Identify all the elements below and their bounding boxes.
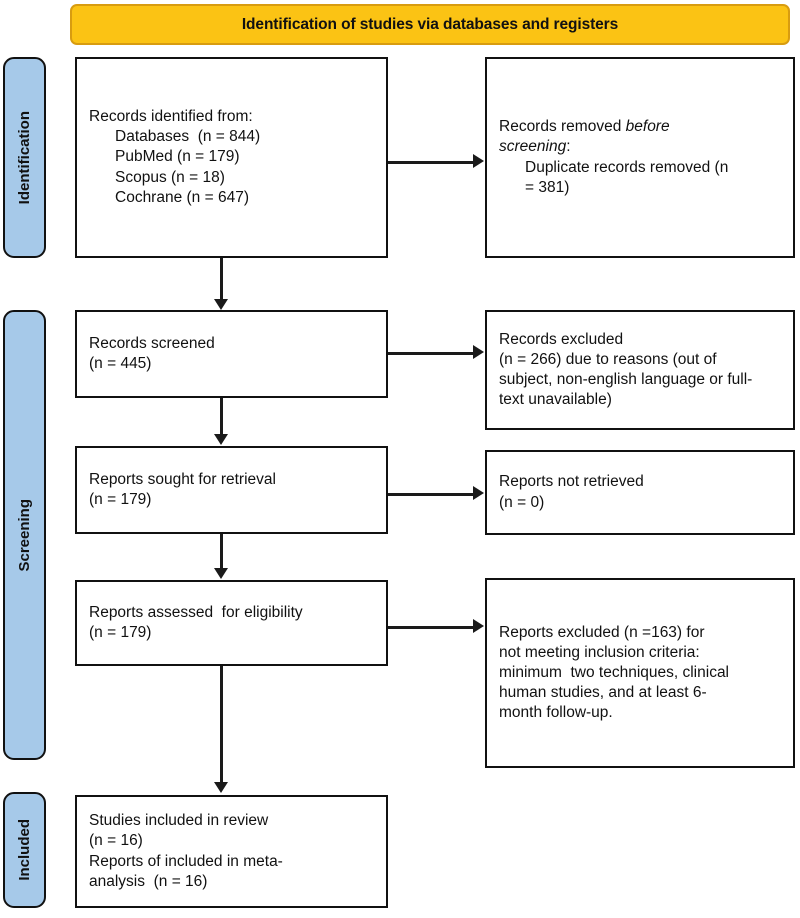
reports-excluded-line-2: not meeting inclusion criteria: xyxy=(499,643,700,661)
records-identified-line-1: Records identified from: xyxy=(89,108,253,126)
connector-assessed-to-included xyxy=(220,666,223,783)
box-reports-sought: Reports sought for retrieval (n = 179) xyxy=(75,446,388,534)
reports-excluded-line-4: human studies, and at least 6- xyxy=(499,684,707,702)
connector-identified-to-screened xyxy=(220,258,223,300)
records-removed-line-1: Records removed before xyxy=(499,117,781,137)
stage-bar-screening: Screening xyxy=(3,310,46,760)
records-removed-italic-before: before xyxy=(625,118,670,136)
records-excluded-line-2: (n = 266) due to reasons (out of xyxy=(499,350,717,368)
stage-label-screening: Screening xyxy=(16,498,33,572)
diagram-title-text: Identification of studies via databases … xyxy=(241,15,619,33)
box-records-screened: Records screened (n = 445) xyxy=(75,310,388,398)
studies-included-line-2: (n = 16) xyxy=(89,832,143,850)
records-identified-line-5: Cochrane (n = 647) xyxy=(115,188,249,206)
studies-included-line-1: Studies included in review xyxy=(89,812,269,830)
connector-identified-to-removed xyxy=(388,161,474,164)
records-excluded-line-1: Records excluded xyxy=(499,330,624,348)
reports-assessed-line-2: (n = 179) xyxy=(89,624,152,641)
arrowhead-sought-to-assessed xyxy=(214,568,228,579)
arrowhead-identified-to-removed xyxy=(473,154,484,168)
stage-bar-included: Included xyxy=(3,792,46,908)
reports-excluded-line-5: month follow-up. xyxy=(499,704,613,722)
reports-excluded-line-3: minimum two techniques, clinical xyxy=(499,663,730,681)
box-records-excluded-screening: Records excluded (n = 266) due to reason… xyxy=(485,310,795,430)
box-studies-included: Studies included in review (n = 16) Repo… xyxy=(75,795,388,908)
records-removed-prefix: Records removed xyxy=(499,118,626,136)
connector-sought-to-assessed xyxy=(220,534,223,569)
arrowhead-screened-to-excluded xyxy=(473,345,484,359)
arrowhead-assessed-to-excluded xyxy=(473,619,484,633)
connector-screened-to-sought xyxy=(220,398,223,435)
box-records-identified: Records identified from: Databases (n = … xyxy=(75,57,388,258)
arrowhead-identified-to-screened xyxy=(214,299,228,310)
reports-not-retrieved-line-1: Reports not retrieved xyxy=(499,473,644,491)
connector-assessed-to-excluded xyxy=(388,626,474,629)
records-identified-line-4: Scopus (n = 18) xyxy=(115,168,225,186)
stage-label-included: Included xyxy=(16,819,33,881)
box-reports-assessed: Reports assessed for eligibility (n = 17… xyxy=(75,580,388,666)
diagram-title-banner: Identification of studies via databases … xyxy=(70,4,790,45)
reports-sought-line-1: Reports sought for retrieval xyxy=(89,470,276,488)
records-removed-line-3: Duplicate records removed (n xyxy=(525,158,729,176)
connector-sought-to-notretrieved xyxy=(388,493,474,496)
connector-screened-to-excluded xyxy=(388,352,474,355)
box-records-removed: Records removed before screening: Duplic… xyxy=(485,57,795,258)
reports-sought-line-2: (n = 179) xyxy=(89,491,152,508)
arrowhead-sought-to-notretrieved xyxy=(473,486,484,500)
records-excluded-line-4: text unavailable) xyxy=(499,391,612,409)
studies-included-line-3: Reports of included in meta- xyxy=(89,852,283,870)
arrowhead-assessed-to-included xyxy=(214,782,228,793)
stage-label-identification: Identification xyxy=(16,110,33,205)
records-identified-line-3: PubMed (n = 179) xyxy=(115,148,240,166)
reports-assessed-line-1: Reports assessed for eligibility xyxy=(89,603,303,621)
records-screened-line-2: (n = 445) xyxy=(89,355,152,372)
records-removed-colon: : xyxy=(566,138,571,156)
box-reports-not-retrieved: Reports not retrieved (n = 0) xyxy=(485,450,795,535)
box-reports-excluded-eligibility: Reports excluded (n =163) for not meetin… xyxy=(485,578,795,768)
records-removed-line-4: = 381) xyxy=(525,178,570,196)
records-screened-line-1: Records screened xyxy=(89,334,215,352)
arrowhead-screened-to-sought xyxy=(214,434,228,445)
reports-excluded-line-1: Reports excluded (n =163) for xyxy=(499,623,705,641)
stage-bar-identification: Identification xyxy=(3,57,46,258)
studies-included-line-4: analysis (n = 16) xyxy=(89,872,208,890)
records-identified-line-2: Databases (n = 844) xyxy=(115,128,261,146)
reports-not-retrieved-line-2: (n = 0) xyxy=(499,493,545,511)
records-removed-line-2: screening: xyxy=(499,137,781,157)
records-removed-italic-screening: screening xyxy=(499,138,567,156)
records-excluded-line-3: subject, non-english language or full- xyxy=(499,371,753,388)
